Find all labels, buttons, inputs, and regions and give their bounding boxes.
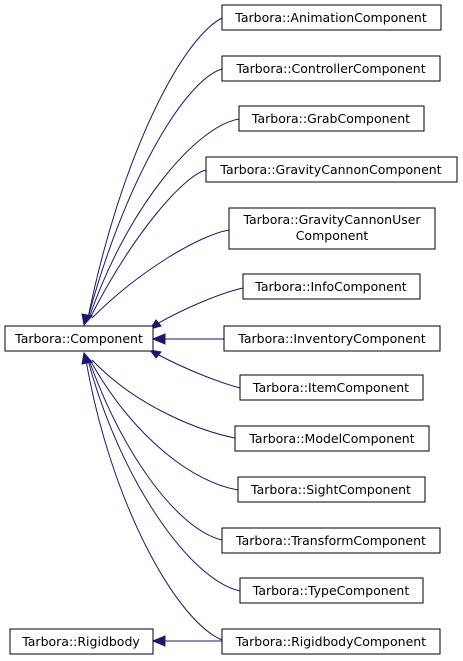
node-model-component-label: Tarbora::ModelComponent (248, 431, 414, 446)
arrowhead-component-left (81, 313, 93, 327)
arrowhead-component-bottom (81, 351, 93, 365)
node-type-component-label: Tarbora::TypeComponent (252, 583, 410, 598)
edge-model (91, 359, 236, 439)
arrowhead-rigidbody (151, 635, 166, 647)
node-animation-component-label: Tarbora::AnimationComponent (234, 10, 427, 25)
edge-animation (87, 17, 223, 319)
node-rigidbody-component[interactable]: Tarbora::RigidbodyComponent (221, 628, 441, 655)
node-type-component[interactable]: Tarbora::TypeComponent (239, 577, 424, 604)
edge-type (87, 359, 241, 592)
node-info-component-label: Tarbora::InfoComponent (254, 279, 406, 294)
node-controller-component[interactable]: Tarbora::ControllerComponent (221, 55, 441, 82)
edge-item (154, 352, 241, 389)
node-inventory-component[interactable]: Tarbora::InventoryComponent (223, 325, 441, 352)
node-transform-component-label: Tarbora::TransformComponent (235, 533, 426, 548)
node-rigidbody-component-label: Tarbora::RigidbodyComponent (235, 634, 426, 649)
node-gravitycannonuser-component[interactable]: Tarbora::GravityCannonUser Component (228, 207, 436, 250)
node-animation-component[interactable]: Tarbora::AnimationComponent (221, 4, 442, 31)
node-sight-component[interactable]: Tarbora::SightComponent (237, 476, 426, 503)
node-rigidbody[interactable]: Tarbora::Rigidbody (9, 628, 154, 655)
node-sight-component-label: Tarbora::SightComponent (250, 482, 411, 497)
edge-grab (88, 118, 240, 319)
node-transform-component[interactable]: Tarbora::TransformComponent (221, 527, 441, 554)
node-gravitycannon-component-label: Tarbora::GravityCannonComponent (219, 162, 441, 177)
node-info-component[interactable]: Tarbora::InfoComponent (242, 273, 421, 300)
node-grab-component[interactable]: Tarbora::GrabComponent (238, 105, 425, 132)
node-controller-component-label: Tarbora::ControllerComponent (235, 61, 425, 76)
edge-info (154, 287, 244, 326)
edge-controller (87, 68, 223, 319)
arrowhead-component-item (148, 349, 162, 359)
node-grab-component-label: Tarbora::GrabComponent (251, 111, 410, 126)
edge-transform (88, 359, 223, 541)
inheritance-edges (81, 17, 244, 647)
edge-gravitycannon (89, 169, 207, 319)
node-base-component[interactable]: Tarbora::Component (4, 325, 154, 352)
node-inventory-component-label: Tarbora::InventoryComponent (237, 331, 426, 346)
edge-gravitycannonuser (91, 229, 230, 319)
node-rigidbody-label: Tarbora::Rigidbody (21, 634, 140, 649)
node-base-component-label: Tarbora::Component (14, 331, 143, 346)
node-model-component[interactable]: Tarbora::ModelComponent (234, 425, 430, 452)
arrowhead-component-inventory (151, 333, 166, 345)
edge-sight (89, 359, 239, 491)
node-gravitycannonuser-label-line1: Tarbora::GravityCannonUser (242, 212, 421, 227)
edge-rigidbodycomponent (85, 359, 223, 641)
node-gravitycannonuser-label-line2: Component (296, 228, 369, 243)
node-item-component[interactable]: Tarbora::ItemComponent (239, 374, 424, 401)
node-item-component-label: Tarbora::ItemComponent (252, 380, 409, 395)
node-gravitycannon-component[interactable]: Tarbora::GravityCannonComponent (205, 156, 458, 183)
